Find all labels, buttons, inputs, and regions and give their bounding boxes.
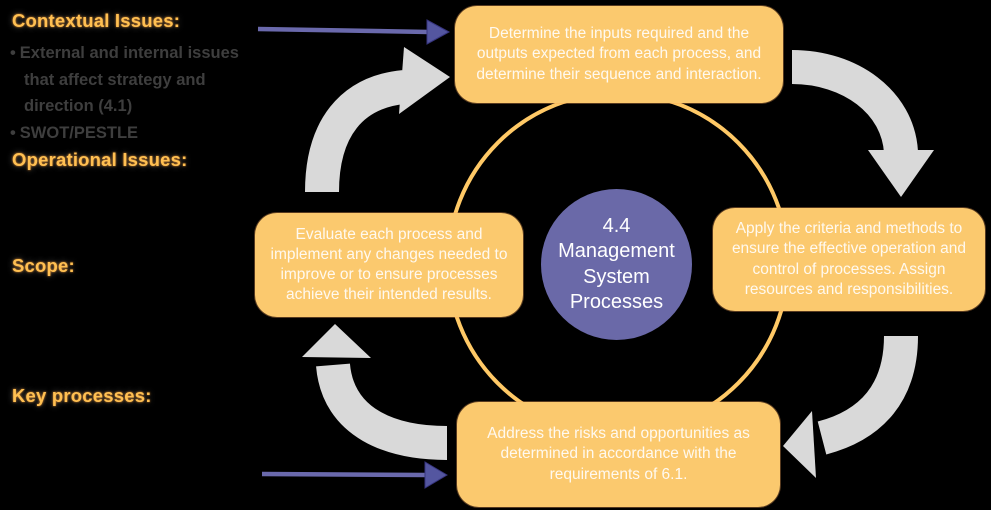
process-box-evaluate-process: Evaluate each process and implement any … — [255, 213, 523, 317]
cycle-arrow-top-left-shaft — [305, 70, 407, 193]
process-box-address-risks: Address the risks and opportunities as d… — [457, 402, 780, 507]
process-box-apply-criteria-text: Apply the criteria and methods to ensure… — [731, 220, 967, 298]
scope-heading: Scope: — [12, 255, 75, 276]
cycle-arrow-top-left — [305, 47, 450, 193]
operational-issues-heading: Operational Issues: — [12, 149, 188, 170]
cycle-arrow-bottom-right-shaft — [817, 335, 918, 455]
list-item-swot-pestle: SWOT/PESTLE — [10, 120, 254, 147]
process-box-determine-inputs-text: Determine the inputs required and the ou… — [476, 25, 762, 83]
center-circle-line-2: Management — [558, 240, 675, 263]
cycle-arrow-top-right-head — [868, 150, 934, 197]
cycle-arrow-bottom-left — [302, 324, 448, 460]
contextual-issues-heading: Contextual Issues: — [12, 10, 181, 31]
cycle-arrow-top-right-shaft — [791, 50, 918, 155]
pointer-arrow-contextual — [257, 19, 451, 45]
key-processes-heading: Key processes: — [12, 385, 152, 406]
center-circle-line-3: System — [583, 265, 650, 288]
cycle-arrow-bottom-right-head — [783, 411, 816, 478]
pointer-arrow-key-processes-shaft — [261, 471, 427, 478]
cycle-arrow-top-right — [791, 50, 934, 197]
center-circle-line-4: Processes — [569, 290, 664, 313]
pointer-arrow-key-processes-head — [424, 461, 448, 489]
cycle-arrow-bottom-right — [783, 335, 918, 478]
cycle-arrow-bottom-left-head — [302, 324, 371, 358]
pointer-arrow-contextual-shaft — [257, 26, 430, 35]
pointer-arrow-contextual-head — [426, 19, 451, 45]
process-box-determine-inputs: Determine the inputs required and the ou… — [455, 6, 783, 103]
center-circle: 4.4 Management System Processes — [541, 189, 692, 340]
cycle-arrow-top-left-head — [399, 47, 450, 114]
pointer-arrow-key-processes — [261, 461, 448, 489]
list-item-external-internal-issues: External and internal issues that affect… — [10, 40, 254, 120]
process-box-address-risks-text: Address the risks and opportunities as d… — [487, 425, 750, 483]
cycle-arrow-bottom-left-shaft — [316, 362, 448, 460]
center-circle-line-1: 4.4 — [602, 215, 631, 238]
contextual-issues-list: External and internal issues that affect… — [10, 40, 254, 147]
process-box-apply-criteria: Apply the criteria and methods to ensure… — [713, 208, 985, 311]
process-box-evaluate-process-text: Evaluate each process and implement any … — [270, 225, 508, 304]
